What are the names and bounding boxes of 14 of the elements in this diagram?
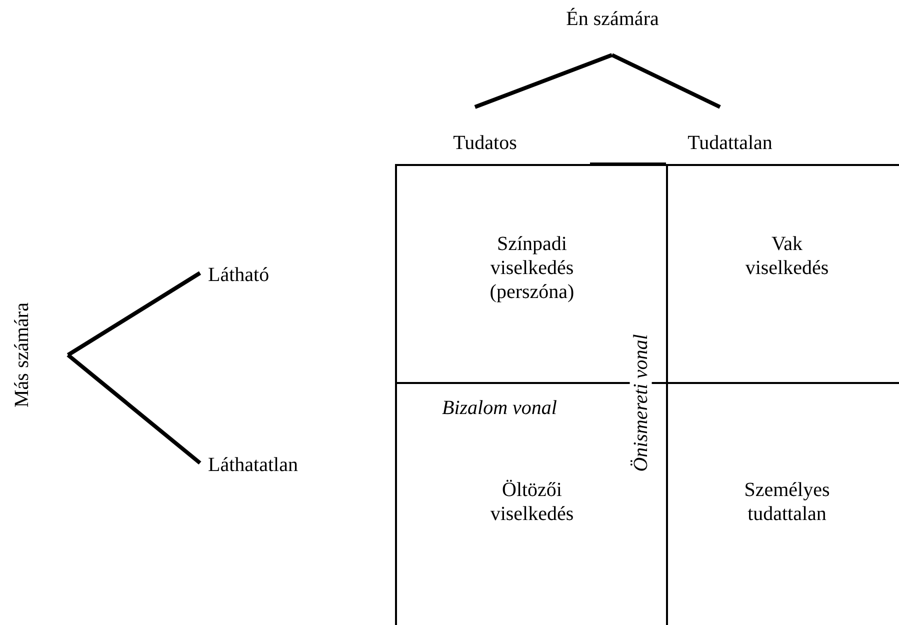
axis-label: Tudattalan [655,107,805,155]
axis-heading: Más számára [8,260,68,450]
quadrant-cell: Vak viselkedés [666,164,899,384]
axis-label: Láthatatlan [200,452,345,478]
quadrant-cell: Személyes tudattalan [666,382,899,625]
line-label: Önismereti vonal [629,333,654,474]
line-label: Bizalom vonal [442,397,557,420]
axis-heading: Én számára [540,8,685,55]
axis-label: Látható [200,262,345,288]
axis-label: Tudatos [430,107,540,155]
branch-line [611,53,721,109]
branch-line [474,53,613,109]
branch-line [66,271,202,357]
branch-line [66,353,202,465]
